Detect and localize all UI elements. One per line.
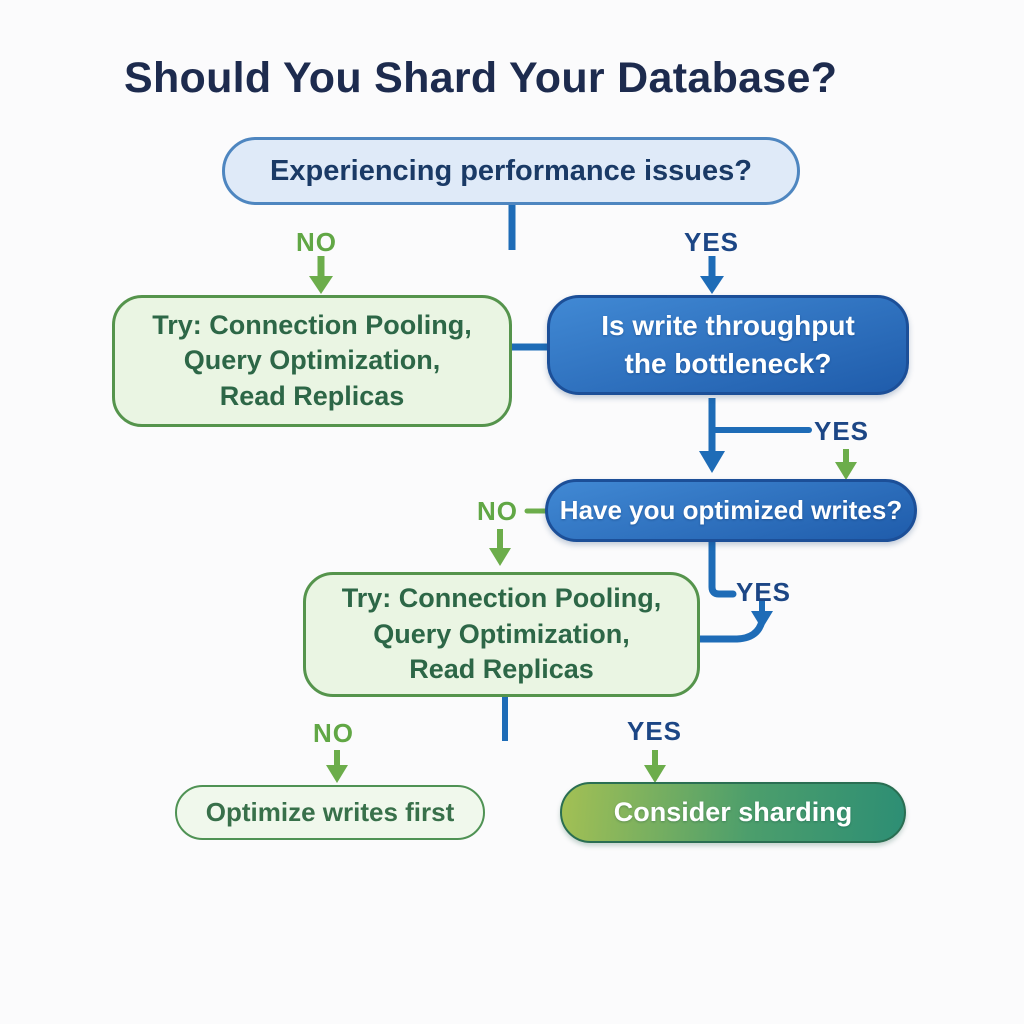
node-label: Have you optimized writes?: [559, 495, 903, 525]
node-line: Read Replicas: [409, 654, 594, 685]
node-line: Query Optimization,: [373, 618, 630, 649]
node-line: Read Replicas: [219, 380, 405, 411]
node-consider-sharding: Consider sharding: [560, 782, 906, 843]
node-label: Consider sharding: [613, 797, 853, 827]
page-title: Should You Shard Your Database?: [124, 54, 838, 102]
node-line: the bottleneck?: [624, 348, 832, 379]
node-experiencing-performance-issues: Experiencing performance issues?: [222, 137, 800, 205]
node-optimize-writes-first: Optimize writes first: [175, 785, 485, 840]
node-label: Experiencing performance issues?: [270, 154, 752, 187]
node-optimized-writes: Have you optimized writes?: [545, 479, 917, 542]
node-try-alternatives-1: Try: Connection Pooling, Query Optimizat…: [112, 295, 512, 427]
edge-label-no-1: NO: [296, 227, 337, 257]
node-try-alternatives-2: Try: Connection Pooling, Query Optimizat…: [303, 572, 700, 697]
edge-label-yes-1: YES: [684, 227, 740, 257]
edge-label-no-3: NO: [313, 718, 354, 748]
connector-b2-elbow: [708, 537, 737, 598]
edge-label-yes-3: YES: [736, 577, 792, 607]
node-line: Try: Connection Pooling,: [152, 309, 472, 340]
arrow-yes3-head: [751, 611, 773, 629]
connector-yes3-curve: [693, 617, 766, 643]
node-write-throughput-bottleneck: Is write throughput the bottleneck?: [547, 295, 909, 395]
arrow-no2-head: [489, 548, 511, 566]
arrow-no1-head: [309, 276, 333, 294]
arrow-b1-head: [699, 451, 725, 473]
arrow-yes1-head: [700, 276, 724, 294]
node-line: Is write throughput: [601, 310, 855, 342]
edge-label-no-2: NO: [477, 496, 518, 526]
node-label: Optimize writes first: [205, 797, 455, 827]
edge-label-yes-4: YES: [627, 716, 683, 746]
arrow-no3-head: [326, 765, 348, 783]
node-line: Try: Connection Pooling,: [341, 583, 662, 614]
arrow-yes2-head: [835, 462, 857, 480]
arrow-yes4-head: [644, 765, 666, 783]
node-line: Query Optimization,: [183, 345, 441, 376]
edge-label-yes-2: YES: [814, 416, 870, 446]
